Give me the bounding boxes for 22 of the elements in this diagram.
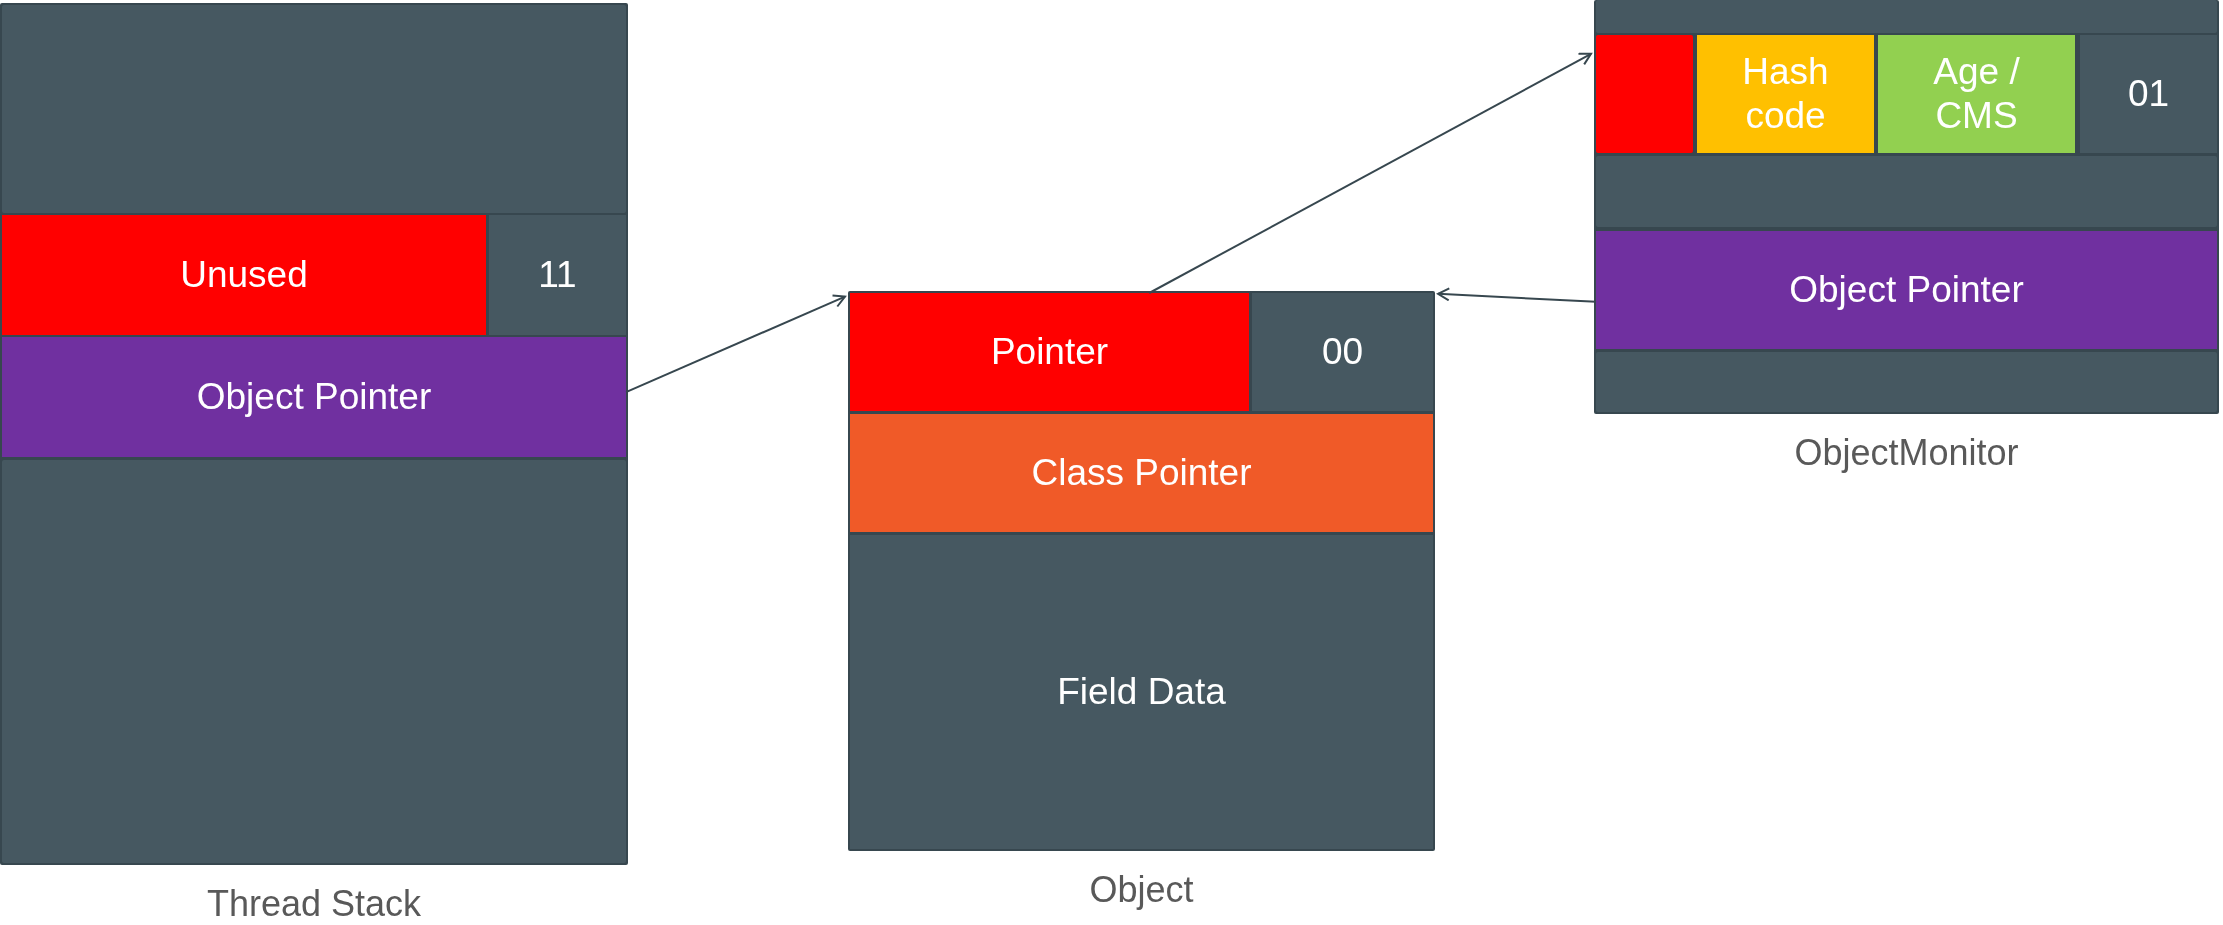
block-caption: ObjectMonitor <box>1793 432 2020 474</box>
hash-field: Hash code <box>1697 35 1874 153</box>
pointer-field: Pointer <box>850 293 1249 411</box>
memory-field: Unused <box>2 215 486 335</box>
lock-bits-field: 01 <box>2080 35 2217 153</box>
empty-field <box>1596 0 2217 33</box>
arrow <box>1437 287 1597 303</box>
arrow <box>1148 52 1592 294</box>
pointer-field: Class Pointer <box>850 414 1433 532</box>
arrow <box>625 294 846 394</box>
pointer-field: Object Pointer <box>2 337 626 457</box>
lock-bits-field: 11 <box>489 215 626 335</box>
pointer-field: Object Pointer <box>1596 231 2217 349</box>
age-field: Age / CMS <box>1878 35 2075 153</box>
empty-field <box>2 460 626 863</box>
block-caption: Object <box>1088 869 1195 911</box>
lock-bits-field: 00 <box>1252 293 1433 411</box>
empty-field <box>1596 35 1693 153</box>
data-field: Field Data <box>850 535 1433 849</box>
block-caption: Thread Stack <box>205 883 423 925</box>
empty-field <box>2 5 626 213</box>
empty-field <box>1596 352 2217 412</box>
